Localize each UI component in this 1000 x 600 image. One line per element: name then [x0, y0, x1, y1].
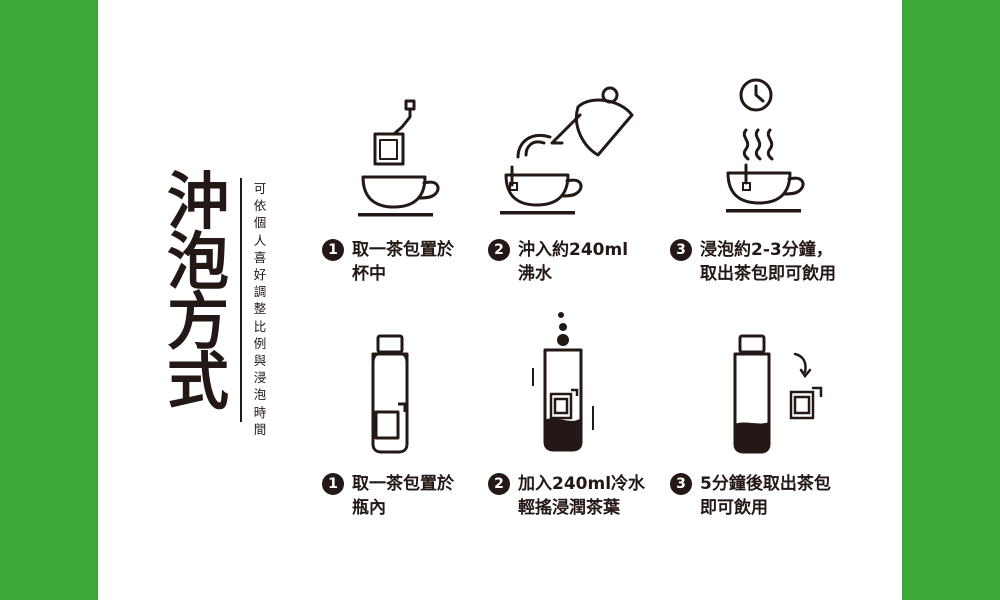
title-char: 沖	[166, 165, 229, 238]
step-line: 即可飲用	[700, 498, 768, 518]
hot-step-2: 2 沖入約240ml 沸水	[488, 238, 628, 286]
subtitle-char: 個	[253, 215, 267, 231]
subtitle-char: 調	[253, 284, 267, 300]
step-number-badge: 3	[670, 239, 692, 261]
step-number-badge: 1	[322, 473, 344, 495]
subtitle-char: 依	[253, 198, 267, 214]
cold-step-1: 1 取一茶包置於 瓶內	[322, 472, 454, 520]
step-number-badge: 1	[322, 239, 344, 261]
bottle-remove-teabag-icon	[733, 334, 823, 454]
step-text: 浸泡約2-3分鐘， 取出茶包即可飲用	[700, 238, 836, 286]
step-line: 浸泡約2-3分鐘，	[700, 240, 833, 260]
subtitle-char: 泡	[253, 387, 267, 403]
shaking-bottle-icon	[532, 312, 594, 452]
right-green-band	[902, 0, 1000, 600]
subtitle-char: 間	[253, 421, 267, 437]
step-line: 取一茶包置於	[352, 474, 454, 494]
hot-step-3: 3 浸泡約2-3分鐘， 取出茶包即可飲用	[670, 238, 836, 286]
left-white-stripe	[98, 0, 114, 600]
title-char: 方	[166, 285, 229, 358]
step-text: 沖入約240ml 沸水	[518, 238, 628, 286]
step-text: 取一茶包置於 杯中	[352, 238, 454, 286]
step-number-badge: 2	[488, 473, 510, 495]
step-text: 取一茶包置於 瓶內	[352, 472, 454, 520]
cold-step-2: 2 加入240ml冷水 輕搖浸潤茶葉	[488, 472, 645, 520]
subtitle-char: 喜	[253, 249, 267, 265]
step-line: 輕搖浸潤茶葉	[518, 498, 620, 518]
right-white-stripe	[886, 0, 902, 600]
step-line: 沸水	[518, 264, 552, 284]
subtitle-char: 時	[253, 404, 267, 420]
step-text: 5分鐘後取出茶包 即可飲用	[700, 472, 831, 520]
steaming-cup-timer-icon	[726, 78, 805, 213]
step-number-badge: 3	[670, 473, 692, 495]
page-title: 沖 泡 方 式	[163, 165, 233, 418]
subtitle-char: 人	[253, 232, 267, 248]
bottle-teabag-icon	[371, 334, 409, 454]
title-char: 泡	[166, 225, 229, 298]
subtitle: 可 依 個 人 喜 好 調 整 比 例 與 浸 泡 時 間	[250, 180, 270, 438]
title-char: 式	[166, 345, 229, 418]
step-line: 取出茶包即可飲用	[700, 264, 836, 284]
step-line: 取一茶包置於	[352, 240, 454, 260]
step-line: 加入240ml冷水	[518, 474, 646, 494]
left-green-band	[0, 0, 98, 600]
subtitle-char: 浸	[253, 370, 267, 386]
step-line: 瓶內	[352, 498, 386, 518]
hot-step-1: 1 取一茶包置於 杯中	[322, 238, 454, 286]
step-line: 5分鐘後取出茶包	[700, 474, 831, 494]
step-line: 沖入約240ml	[518, 240, 629, 260]
kettle-pour-icon	[500, 86, 634, 215]
subtitle-char: 整	[253, 301, 267, 317]
subtitle-char: 例	[253, 335, 267, 351]
step-number-badge: 2	[488, 239, 510, 261]
subtitle-char: 可	[253, 181, 267, 196]
title-divider	[240, 178, 242, 422]
subtitle-char: 比	[253, 318, 267, 334]
subtitle-char: 好	[253, 267, 267, 283]
step-line: 杯中	[352, 264, 386, 284]
subtitle-char: 與	[253, 353, 267, 369]
step-text: 加入240ml冷水 輕搖浸潤茶葉	[518, 472, 645, 520]
cold-step-3: 3 5分鐘後取出茶包 即可飲用	[670, 472, 831, 520]
teabag-cup-icon	[358, 99, 440, 217]
